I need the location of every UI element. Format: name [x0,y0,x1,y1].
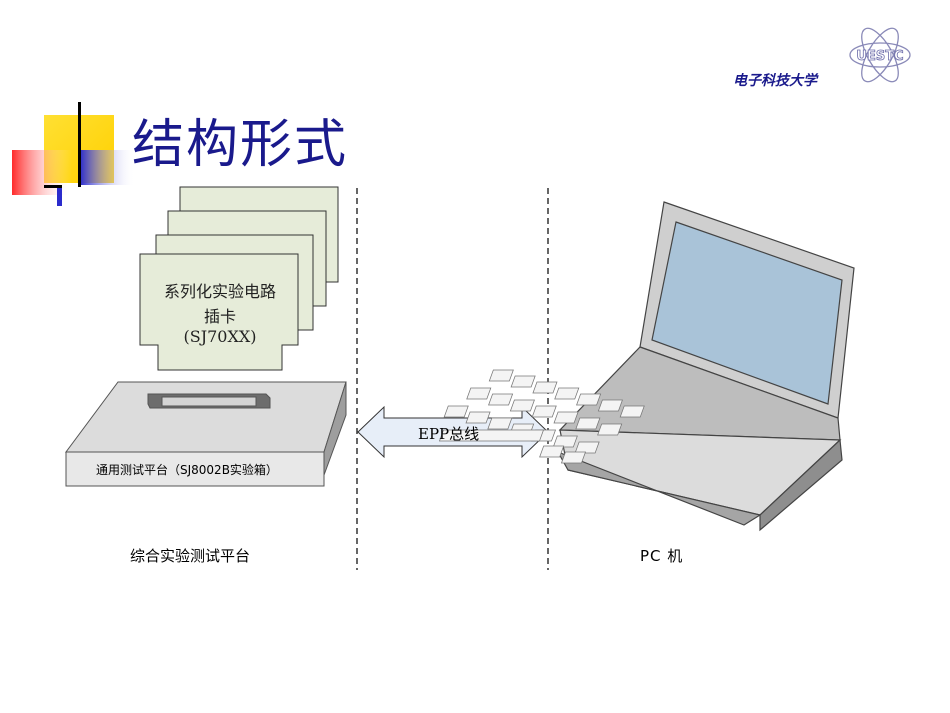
key [443,405,469,418]
key [465,411,491,424]
key [487,417,513,430]
key [554,387,580,400]
key [597,423,623,436]
laptop-screen [651,221,843,405]
card-stack [139,186,339,371]
horizontal-tick [44,185,62,188]
key [619,405,645,418]
key [532,381,558,394]
key [509,399,535,412]
platform-top [65,381,347,453]
platform-label: 通用测试平台（SJ8002B实验箱） [96,463,278,477]
corner-decoration [12,102,135,206]
blue-tick [57,188,62,206]
key [488,393,514,406]
left-caption: 综合实验测试平台 [130,547,251,565]
laptop-side [759,438,843,532]
card-front [139,253,299,371]
laptop-front [556,450,762,526]
keyboard [438,369,645,464]
key [552,435,578,448]
blue-square [80,150,135,185]
platform-front [65,451,325,487]
uestc-logo: UESTC [849,27,911,83]
card-slot [161,396,257,407]
page-title: 结构形式 [132,115,349,175]
university-name: 电子科技大学 [733,73,817,89]
key [575,417,601,430]
key [510,375,536,388]
bus-label: EPP总线 [418,425,480,443]
card-label-line-2: 插卡 [203,307,236,326]
card-label-line-1: 系列化实验电路 [163,282,276,301]
space-bar [438,429,545,442]
key [531,405,557,418]
key [597,399,623,412]
key [576,393,602,406]
test-platform [65,381,347,487]
key [539,445,565,458]
key [560,451,587,464]
right-caption: PC 机 [640,547,684,565]
laptop [556,201,855,532]
logo-text: UESTC [856,49,903,64]
vertical-line [78,102,81,187]
key [553,411,579,424]
key [488,369,514,382]
card-label-line-3: (SJ70XX) [183,327,257,346]
key [574,441,600,454]
key [466,387,492,400]
